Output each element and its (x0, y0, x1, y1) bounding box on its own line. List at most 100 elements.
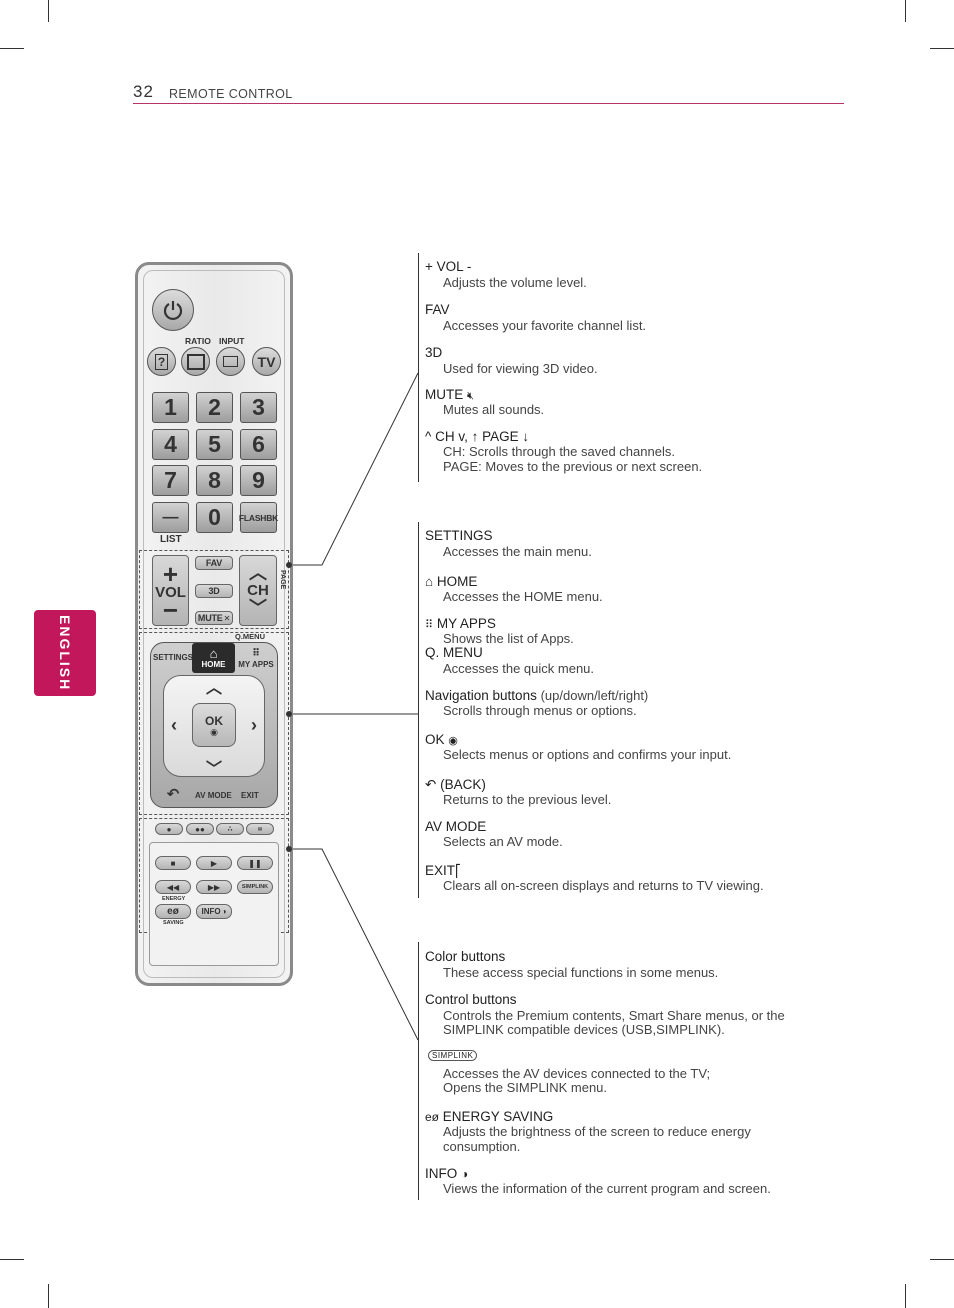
digit-button-1[interactable]: 1 (152, 392, 189, 423)
ch-rocker[interactable]: ︿ CH ﹀ (239, 555, 277, 626)
flashbk-button[interactable]: FLASHBK (239, 502, 278, 533)
chevron-down-icon: ﹀ (249, 598, 267, 618)
term-ch-page: ^ CH v, ↑ PAGE ↓ (425, 429, 530, 444)
term-ok-text: OK (425, 732, 445, 747)
callout-dot (286, 846, 292, 852)
mute-label: MUTE (197, 613, 223, 623)
pause-icon: ❚❚ (248, 858, 262, 868)
settings-button[interactable]: SETTINGS (153, 653, 194, 662)
color-button-2[interactable]: ●● (186, 823, 214, 835)
desc-mute: Mutes all sounds. (443, 402, 545, 417)
ok-button[interactable]: OK ◉ (192, 703, 236, 747)
desc-color-buttons: These access special functions in some m… (443, 965, 719, 980)
mute-button[interactable]: MUTE✕ (195, 611, 233, 625)
help-button[interactable]: ? (147, 347, 176, 376)
question-icon: ? (154, 353, 169, 370)
digit-label: 8 (208, 467, 221, 493)
energy-saving-button[interactable]: eø (155, 904, 191, 919)
term-ok: OK ◉ (425, 732, 458, 747)
digit-button-7[interactable]: 7 (152, 465, 189, 496)
term-back-text: (BACK) (440, 777, 486, 792)
rewind-button[interactable]: ◀◀ (155, 880, 191, 894)
term-settings: SETTINGS (425, 528, 493, 543)
rewind-icon: ◀◀ (166, 882, 180, 892)
simplink-button[interactable]: SIMPLINK (237, 880, 273, 894)
input-button[interactable] (216, 347, 245, 376)
term-fav: FAV (425, 302, 450, 317)
fastforward-button[interactable]: ▶▶ (196, 880, 232, 894)
nav-up-icon[interactable]: ︿ (205, 680, 222, 697)
desc-back: Returns to the previous level. (443, 792, 612, 807)
exit-icon: ⎡ (455, 864, 462, 878)
grid-icon: ⠿ (425, 619, 434, 631)
home-icon: ⌂ (425, 574, 434, 589)
play-icon: ▶ (210, 858, 218, 868)
power-button[interactable] (152, 289, 194, 331)
crop-mark (48, 0, 49, 22)
fav-label: FAV (205, 558, 223, 568)
desc-simplink-1: Accesses the AV devices connected to the… (443, 1066, 711, 1081)
desc-navigation: Scrolls through menus or options. (443, 703, 637, 718)
ok-dot-icon: ◉ (210, 726, 218, 737)
play-button[interactable]: ▶ (196, 856, 232, 870)
term-info-text: INFO (425, 1166, 458, 1181)
stop-button[interactable]: ■ (155, 856, 191, 870)
desc-ok: Selects menus or options and confirms yo… (443, 747, 732, 762)
digit-label: 5 (208, 431, 221, 457)
desc-info: Views the information of the current pro… (443, 1181, 771, 1196)
header-rule (133, 103, 844, 104)
digit-button-4[interactable]: 4 (152, 429, 189, 460)
nav-down-icon[interactable]: ﹀ (205, 761, 222, 778)
list-dash-button[interactable]: — (152, 502, 189, 533)
info-icon: ◑ (461, 1167, 469, 1181)
desc-energy-saving-1: Adjusts the brightness of the screen to … (443, 1124, 751, 1139)
term-navigation-text: Navigation buttons (425, 688, 537, 703)
callout-dot (286, 711, 292, 717)
term-exit: EXIT⎡ (425, 863, 461, 878)
home-button[interactable]: ⌂ HOME (192, 643, 235, 673)
3d-label: 3D (208, 586, 220, 596)
digit-button-2[interactable]: 2 (196, 392, 233, 423)
color-button-3[interactable]: ∴ (216, 823, 244, 835)
digit-button-6[interactable]: 6 (240, 429, 277, 460)
avmode-button[interactable]: AV MODE (195, 791, 232, 800)
desc-settings: Accesses the main menu. (443, 544, 592, 559)
myapps-label: MY APPS (238, 659, 274, 669)
tv-button[interactable]: TV (252, 347, 281, 376)
desc-home: Accesses the HOME menu. (443, 589, 603, 604)
pause-button[interactable]: ❚❚ (237, 856, 273, 870)
vol-label: VOL (155, 583, 186, 601)
exit-button[interactable]: EXIT (241, 791, 259, 800)
desc-exit: Clears all on-screen displays and return… (443, 878, 764, 893)
digit-label: 9 (252, 467, 265, 493)
nav-left-icon[interactable]: ‹ (171, 714, 177, 735)
ratio-button[interactable] (181, 347, 210, 376)
language-tab-label: ENGLISH (57, 614, 73, 692)
crop-mark (930, 1259, 954, 1260)
vol-rocker[interactable]: + VOL − (152, 555, 189, 626)
color-button-1[interactable]: ● (155, 823, 183, 835)
term-vol: + VOL - (425, 259, 472, 274)
myapps-button[interactable]: ⠿ MY APPS (238, 643, 274, 673)
crop-mark (48, 1284, 49, 1308)
digit-button-5[interactable]: 5 (196, 429, 233, 460)
group-nav-outline (139, 632, 289, 815)
color-button-4[interactable]: ⠶ (246, 823, 274, 835)
fav-button[interactable]: FAV (195, 556, 233, 570)
info-button[interactable]: INFO◑ (196, 904, 232, 919)
saving-label: SAVING (163, 920, 184, 926)
digit-button-3[interactable]: 3 (240, 392, 277, 423)
back-button[interactable]: ↶ (158, 785, 188, 803)
digit-button-8[interactable]: 8 (196, 465, 233, 496)
crop-mark (930, 48, 954, 49)
ok-dot-icon: ◉ (448, 735, 458, 747)
dot2-icon: ●● (195, 824, 205, 834)
digit-label: 7 (164, 467, 177, 493)
3d-button[interactable]: 3D (195, 584, 233, 598)
digit-button-9[interactable]: 9 (240, 465, 277, 496)
input-label: INPUT (219, 336, 245, 346)
digit-button-0[interactable]: 0 (196, 502, 233, 533)
term-color-buttons: Color buttons (425, 949, 506, 964)
crop-mark (0, 1259, 24, 1260)
nav-right-icon[interactable]: › (251, 714, 257, 735)
